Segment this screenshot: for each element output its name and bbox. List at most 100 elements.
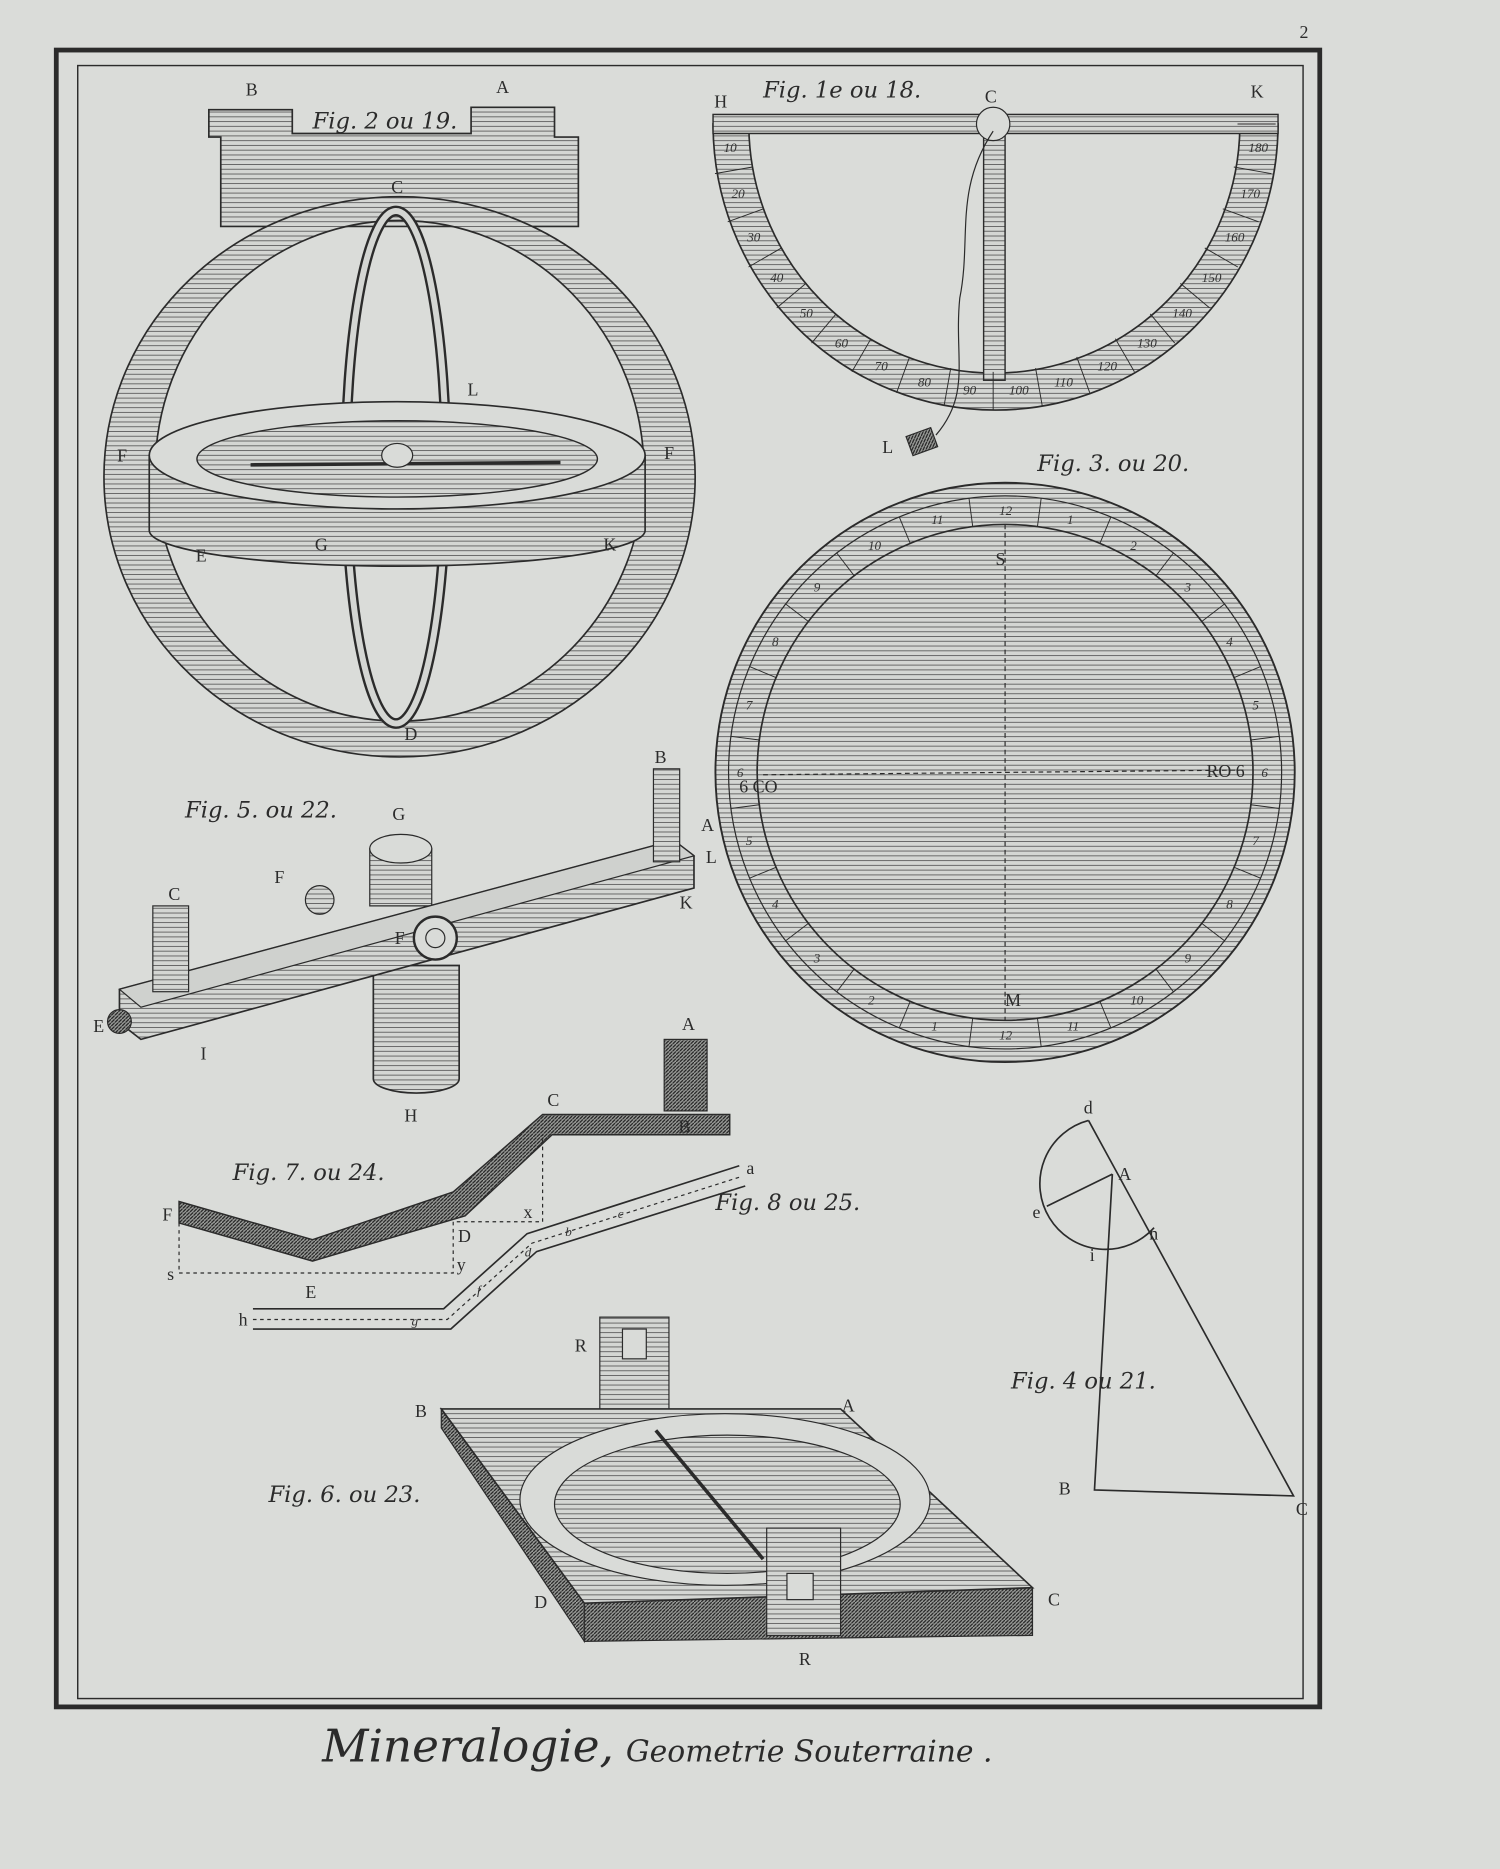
fig8-gallery-plan: Fig. 8 ou 25. h g f d b c a xyxy=(239,1158,860,1330)
hour-label: 1 xyxy=(931,1018,938,1033)
label: A xyxy=(496,77,509,97)
label: L xyxy=(468,380,479,400)
fig2-suspended-compass: Fig. 2 ou 19. B A C L F F E G K D xyxy=(103,77,697,758)
fig7-title: Fig. 7. ou 24. xyxy=(232,1160,385,1186)
label: C xyxy=(985,87,997,107)
label: A xyxy=(842,1395,855,1415)
label: RO 6 xyxy=(1207,761,1245,781)
hour-tick xyxy=(785,603,809,622)
scale-tick xyxy=(1035,368,1043,406)
hour-label: 10 xyxy=(1130,992,1144,1007)
label: D xyxy=(404,724,417,744)
hour-tick xyxy=(1036,1018,1042,1047)
hour-tick xyxy=(785,922,809,942)
scale-label: 10 xyxy=(724,140,738,155)
scale-label: 150 xyxy=(1202,270,1222,285)
label: R xyxy=(799,1649,811,1669)
plumb-weight xyxy=(905,426,939,457)
label: b xyxy=(565,1224,572,1239)
hour-label: 8 xyxy=(772,634,779,649)
hour-label: 10 xyxy=(868,538,882,553)
label: E xyxy=(305,1282,316,1302)
hour-label: 6 xyxy=(1261,765,1268,780)
label: A xyxy=(682,1014,695,1034)
hour-tick xyxy=(1036,498,1042,527)
hour-tick xyxy=(1250,735,1280,741)
label: B xyxy=(1059,1479,1071,1499)
label: E xyxy=(93,1016,104,1036)
scale-label: 80 xyxy=(918,375,932,390)
label: g xyxy=(411,1313,418,1328)
scale-tick xyxy=(943,368,952,406)
label: C xyxy=(1296,1499,1308,1519)
hour-tick xyxy=(836,968,855,993)
label: E xyxy=(196,545,207,565)
hour-tick xyxy=(749,866,777,879)
hour-label: 4 xyxy=(772,896,779,911)
hour-tick xyxy=(1155,968,1174,993)
hour-label: 12 xyxy=(999,1027,1013,1042)
scale-label: 40 xyxy=(770,270,784,285)
scale-label: 170 xyxy=(1240,186,1260,201)
label: d xyxy=(525,1244,532,1259)
hour-label: 4 xyxy=(1226,634,1233,649)
label: S xyxy=(996,549,1006,569)
hour-tick xyxy=(1099,1001,1112,1029)
label: H xyxy=(404,1106,417,1126)
scale-label: 20 xyxy=(732,186,746,201)
scale-tick xyxy=(1076,356,1091,393)
fig1-title: Fig. 1e ou 18. xyxy=(762,78,921,104)
label: B xyxy=(678,1116,690,1136)
label: C xyxy=(1048,1590,1060,1610)
hour-label: 2 xyxy=(1130,538,1137,553)
scale-tick xyxy=(1180,282,1210,309)
label: M xyxy=(1005,990,1021,1010)
label: x xyxy=(524,1202,533,1222)
label: c xyxy=(618,1206,624,1221)
scale-tick xyxy=(1149,313,1176,344)
scale-tick xyxy=(1114,338,1135,372)
scale-label: 50 xyxy=(800,306,814,321)
hour-label: 7 xyxy=(746,697,753,712)
label: f xyxy=(477,1282,483,1297)
hour-tick xyxy=(730,735,760,741)
plate-frame xyxy=(53,47,1323,1710)
hour-tick xyxy=(1155,552,1174,576)
scale-tick xyxy=(1222,208,1259,223)
scale-label: 140 xyxy=(1172,306,1192,321)
label: H xyxy=(714,91,727,111)
label: F xyxy=(395,928,405,948)
label: B xyxy=(415,1401,427,1421)
hour-tick xyxy=(1233,666,1261,678)
label: D xyxy=(458,1226,471,1246)
label: F xyxy=(117,445,127,465)
fig3-title: Fig. 3. ou 20. xyxy=(1036,451,1189,477)
label: a xyxy=(746,1158,754,1178)
hour-label: 11 xyxy=(931,512,943,527)
hour-label: 3 xyxy=(1184,580,1192,595)
scale-label: 70 xyxy=(875,359,889,374)
hour-label: 8 xyxy=(1226,896,1233,911)
scale-tick xyxy=(776,282,807,309)
label: G xyxy=(392,804,405,824)
hour-tick xyxy=(836,552,855,576)
hour-tick xyxy=(898,516,911,544)
hour-label: 5 xyxy=(746,833,753,848)
scale-tick xyxy=(851,338,872,372)
label: K xyxy=(603,535,616,555)
scale-label: 120 xyxy=(1097,359,1117,374)
label: R xyxy=(575,1336,587,1356)
scale-label: 90 xyxy=(963,383,977,398)
plate-caption: Mineralogie, Geometrie Souterraine . xyxy=(321,1720,992,1773)
scale-tick xyxy=(1204,247,1239,268)
hour-tick xyxy=(898,1001,911,1029)
label: K xyxy=(680,892,693,912)
fig4-triangle-diagram: Fig. 4 ou 21. d A e n i B C xyxy=(1010,1097,1308,1519)
label: F xyxy=(162,1205,172,1225)
fig2-title: Fig. 2 ou 19. xyxy=(312,109,458,135)
hour-label: 1 xyxy=(1067,512,1074,527)
label: A xyxy=(701,815,714,835)
